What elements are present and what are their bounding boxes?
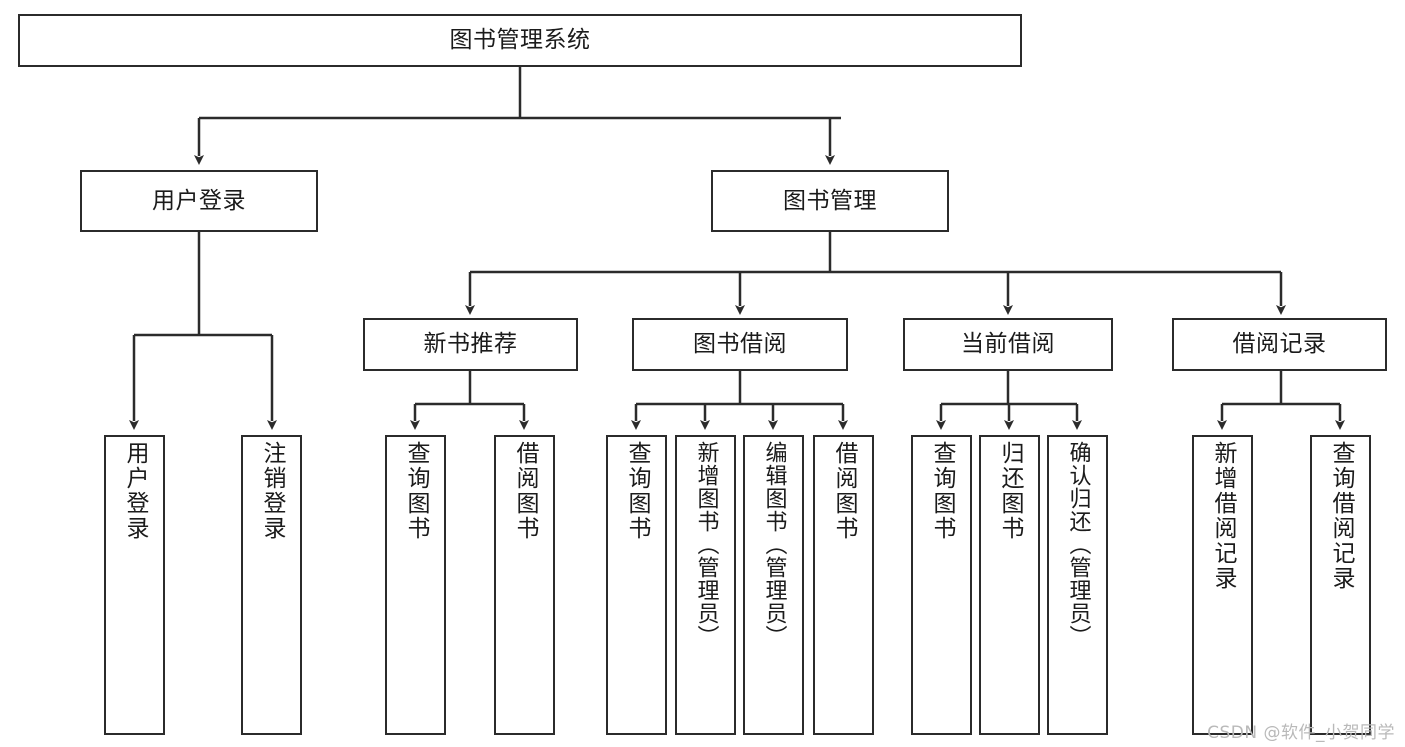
node-label: 图书管理系统: [449, 27, 591, 54]
node-label: 注销登录: [259, 441, 285, 541]
leaf-bookborrow-query-book[interactable]: 查询图书: [606, 435, 667, 735]
node-book-borrow[interactable]: 图书借阅: [632, 318, 848, 371]
node-label: 查询图书: [929, 441, 955, 541]
node-label: 用户登录: [152, 187, 246, 214]
leaf-bookborrow-borrow-book[interactable]: 借阅图书: [813, 435, 874, 735]
leaf-newbook-query-book[interactable]: 查询图书: [385, 435, 446, 735]
node-label: 用户登录: [122, 441, 148, 541]
node-label: 新增借阅记录: [1210, 441, 1236, 591]
leaf-borrowrecord-query-record[interactable]: 查询借阅记录: [1310, 435, 1371, 735]
node-label: 查询图书: [403, 441, 429, 541]
node-label: 确认归还（管理员）: [1065, 441, 1091, 648]
leaf-bookborrow-edit-book-admin[interactable]: 编辑图书（管理员）: [743, 435, 804, 735]
node-user-login[interactable]: 用户登录: [80, 170, 318, 232]
leaf-currentborrow-return-book[interactable]: 归还图书: [979, 435, 1040, 735]
leaf-currentborrow-query-book[interactable]: 查询图书: [911, 435, 972, 735]
node-borrow-record[interactable]: 借阅记录: [1172, 318, 1387, 371]
node-label: 查询图书: [624, 441, 650, 541]
node-current-borrow[interactable]: 当前借阅: [903, 318, 1113, 371]
node-label: 编辑图书（管理员）: [761, 441, 787, 648]
node-book-management[interactable]: 图书管理: [711, 170, 949, 232]
node-label: 归还图书: [997, 441, 1023, 541]
node-label: 借阅记录: [1232, 331, 1327, 358]
leaf-user-login-signin[interactable]: 用户登录: [104, 435, 165, 735]
node-label: 当前借阅: [961, 331, 1055, 358]
node-label: 图书借阅: [693, 331, 787, 358]
node-label: 查询借阅记录: [1328, 441, 1354, 591]
watermark-text: CSDN @软件_小贺同学: [1207, 723, 1395, 743]
node-new-book-recommend[interactable]: 新书推荐: [363, 318, 578, 371]
node-root-library-system[interactable]: 图书管理系统: [18, 14, 1022, 67]
leaf-bookborrow-add-book-admin[interactable]: 新增图书（管理员）: [675, 435, 736, 735]
node-label: 借阅图书: [512, 441, 538, 541]
node-label: 新书推荐: [423, 331, 518, 358]
node-label: 新增图书（管理员）: [693, 441, 719, 648]
leaf-user-login-signout[interactable]: 注销登录: [241, 435, 302, 735]
leaf-newbook-borrow-book[interactable]: 借阅图书: [494, 435, 555, 735]
leaf-currentborrow-confirm-return-admin[interactable]: 确认归还（管理员）: [1047, 435, 1108, 735]
leaf-borrowrecord-add-record[interactable]: 新增借阅记录: [1192, 435, 1253, 735]
node-label: 图书管理: [783, 187, 877, 214]
node-label: 借阅图书: [831, 441, 857, 541]
